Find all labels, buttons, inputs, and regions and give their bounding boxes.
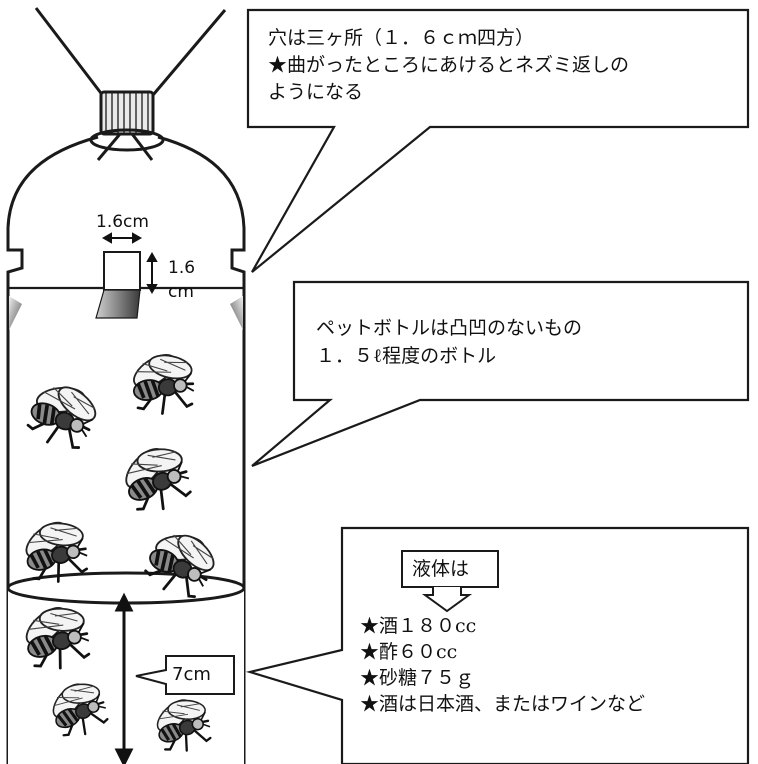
hole-note-line1: 穴は三ヶ所（１．６ｃｍ四方） [268, 27, 535, 49]
liquid-item-vinegar: ★酢６０cc [360, 641, 458, 663]
header-arrow [421, 587, 473, 613]
liquid-item-sugar: ★砂糖７５ｇ [360, 667, 475, 689]
insect [124, 343, 203, 420]
insect [18, 369, 109, 458]
hanging-strings [34, 7, 227, 161]
liquid-item-sake: ★酒１８０cc [360, 615, 477, 637]
hole-height-label-number: 1.6 [168, 258, 196, 278]
liquid-depth-arrow [114, 592, 134, 764]
depth-label-box [135, 655, 235, 695]
center-hole [95, 251, 141, 319]
bottle-note-line2: １．５ℓ程度のボトル [316, 345, 497, 367]
hole-dimension-arrows [101, 232, 158, 295]
hole-note-line2: ★曲がったところにあけるとネズミ返しの [268, 54, 630, 76]
liquid-callout [245, 526, 750, 764]
liquid-item-note: ★酒は日本酒、またはワインなど [360, 693, 646, 715]
hole-height-label-unit: cm [168, 282, 194, 302]
bottle-cap [99, 90, 155, 136]
hole-width-label: 1.6cm [96, 212, 149, 232]
hole-callout [246, 8, 750, 273]
bottle-note-line1: ペットボトルは凸凹のないもの [316, 317, 583, 339]
side-hole-right [230, 296, 243, 330]
insect [110, 431, 202, 522]
hole-note-line3: ようになる [268, 81, 364, 103]
liquid-header: 液体は [412, 558, 470, 580]
liquid-depth-label: 7cm [172, 664, 211, 685]
side-hole-left [9, 296, 22, 330]
bottle-callout [251, 280, 750, 468]
